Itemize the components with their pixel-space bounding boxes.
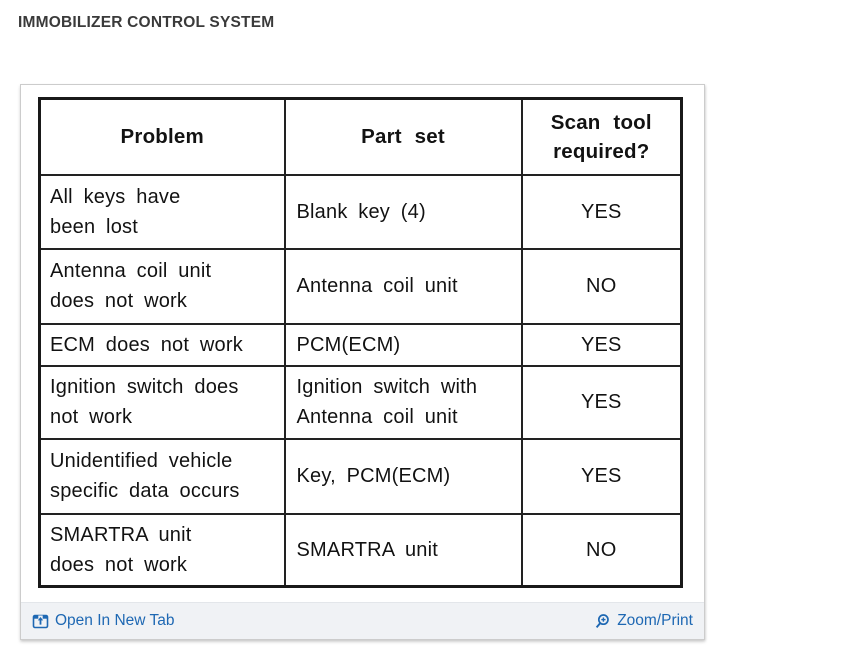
cell-scan-tool-required: YES — [520, 437, 683, 515]
cell-problem: Ignition switch does not work — [38, 364, 286, 440]
cell-part-set: Key, PCM(ECM) — [283, 437, 523, 515]
cell-part-set: SMARTRA unit — [283, 512, 523, 588]
table-row: Antenna coil unit does not work Antenna … — [38, 247, 683, 325]
open-in-new-tab-icon — [32, 613, 49, 630]
cell-part-set: Antenna coil unit — [283, 247, 523, 325]
cell-part-set: Blank key (4) — [283, 173, 523, 250]
immobilizer-troubleshooting-table: Problem Part set Scan tool required? All… — [38, 97, 683, 588]
table-row: ECM does not work PCM(ECM) YES — [38, 322, 683, 367]
table-row: Ignition switch does not work Ignition s… — [38, 364, 683, 440]
table-row: All keys have been lost Blank key (4) YE… — [38, 173, 683, 250]
cell-problem: All keys have been lost — [38, 173, 286, 250]
cell-scan-tool-required: YES — [520, 173, 683, 250]
open-in-new-tab-label: Open In New Tab — [55, 612, 175, 629]
cell-problem: ECM does not work — [38, 322, 286, 367]
table-header-row: Problem Part set Scan tool required? — [38, 97, 683, 176]
open-in-new-tab-link[interactable]: Open In New Tab — [32, 612, 174, 630]
cell-problem: SMARTRA unit does not work — [38, 512, 286, 588]
viewer-footer-bar: Open In New Tab Zoom/Print — [21, 602, 704, 639]
cell-scan-tool-required: YES — [520, 364, 683, 440]
document-viewer-panel: Problem Part set Scan tool required? All… — [20, 84, 705, 640]
cell-problem: Antenna coil unit does not work — [38, 247, 286, 325]
table-row: Unidentified vehicle specific data occur… — [38, 437, 683, 515]
table-row: SMARTRA unit does not work SMARTRA unit … — [38, 512, 683, 588]
col-header-part-set: Part set — [283, 97, 523, 176]
zoom-in-icon — [594, 613, 611, 630]
col-header-scan-tool-required: Scan tool required? — [520, 97, 683, 176]
scanned-table-image: Problem Part set Scan tool required? All… — [21, 85, 704, 602]
zoom-print-label: Zoom/Print — [617, 612, 693, 629]
cell-problem: Unidentified vehicle specific data occur… — [38, 437, 286, 515]
page-title: IMMOBILIZER CONTROL SYSTEM — [18, 14, 275, 31]
zoom-print-link[interactable]: Zoom/Print — [594, 612, 693, 630]
col-header-problem: Problem — [38, 97, 286, 176]
cell-scan-tool-required: NO — [520, 247, 683, 325]
cell-part-set: Ignition switch with Antenna coil unit — [283, 364, 523, 440]
cell-part-set: PCM(ECM) — [283, 322, 523, 367]
cell-scan-tool-required: NO — [520, 512, 683, 588]
cell-scan-tool-required: YES — [520, 322, 683, 367]
